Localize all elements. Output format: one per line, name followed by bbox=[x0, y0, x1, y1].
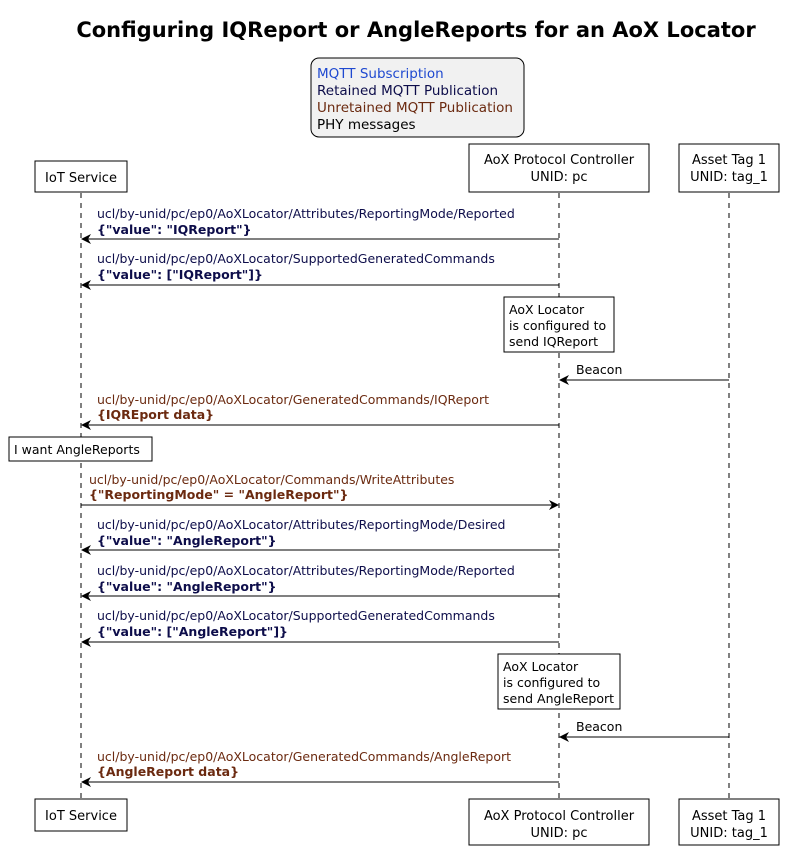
message-reporting-mode-desired-angle: ucl/by-unid/pc/ep0/AoXLocator/Attributes… bbox=[81, 517, 559, 555]
message-generated-commands-iq-report: ucl/by-unid/pc/ep0/AoXLocator/GeneratedC… bbox=[81, 392, 559, 430]
legend-item-unretained: Unretained MQTT Publication bbox=[317, 100, 513, 116]
message-topic: ucl/by-unid/pc/ep0/AoXLocator/SupportedG… bbox=[97, 608, 495, 623]
note-line: is configured to bbox=[503, 675, 600, 690]
participant-iot-service-top: IoT Service bbox=[34, 160, 128, 193]
note-line: is configured to bbox=[509, 318, 606, 333]
message-payload: {AngleReport data} bbox=[97, 764, 239, 779]
message-topic: ucl/by-unid/pc/ep0/AoXLocator/GeneratedC… bbox=[97, 392, 489, 407]
legend: MQTT Subscription Retained MQTT Publicat… bbox=[310, 57, 525, 138]
participant-aox-unid-bottom: UNID: pc bbox=[531, 826, 588, 841]
message-payload: {"value": ["IQReport"]} bbox=[97, 267, 263, 282]
message-beacon: Beacon bbox=[559, 719, 729, 742]
message-payload: {"ReportingMode" = "AngleReport"} bbox=[89, 487, 348, 502]
participant-asset-tag-unid: UNID: tag_1 bbox=[690, 170, 768, 185]
diagram-title: Configuring IQReport or AngleReports for… bbox=[76, 18, 756, 42]
note-i-want-angle-reports: I want AngleReports bbox=[8, 436, 153, 462]
message-supported-generated-commands-angle: ucl/by-unid/pc/ep0/AoXLocator/SupportedG… bbox=[81, 608, 559, 647]
message-topic: ucl/by-unid/pc/ep0/AoXLocator/Attributes… bbox=[97, 517, 505, 532]
note-line: send IQReport bbox=[509, 334, 598, 349]
note-line: send AngleReport bbox=[503, 691, 614, 706]
legend-item-phy: PHY messages bbox=[317, 117, 416, 133]
participant-aox-protocol-controller-bottom: AoX Protocol Controller UNID: pc bbox=[468, 798, 650, 846]
participant-aox-label-bottom: AoX Protocol Controller bbox=[484, 809, 635, 824]
note-line: AoX Locator bbox=[503, 659, 579, 674]
legend-box bbox=[310, 57, 525, 138]
message-beacon: Beacon bbox=[559, 362, 729, 385]
note-configured-angle-report: AoX Locator is configured to send AngleR… bbox=[497, 653, 621, 710]
participant-iot-service-label: IoT Service bbox=[45, 171, 117, 186]
legend-item-subscription: MQTT Subscription bbox=[317, 66, 444, 82]
message-payload: {"value": "IQReport"} bbox=[97, 222, 252, 237]
message-topic: ucl/by-unid/pc/ep0/AoXLocator/SupportedG… bbox=[97, 251, 495, 266]
message-topic: Beacon bbox=[576, 719, 622, 734]
message-topic: ucl/by-unid/pc/ep0/AoXLocator/Commands/W… bbox=[89, 472, 454, 487]
legend-item-retained: Retained MQTT Publication bbox=[317, 83, 498, 99]
message-payload: {"value": "AngleReport"} bbox=[97, 579, 277, 594]
note-configured-iq-report: AoX Locator is configured to send IQRepo… bbox=[503, 296, 615, 353]
participant-aox-label: AoX Protocol Controller bbox=[484, 153, 635, 168]
participant-aox-protocol-controller-top: AoX Protocol Controller UNID: pc bbox=[468, 143, 650, 193]
participant-aox-unid: UNID: pc bbox=[531, 170, 588, 185]
message-topic: ucl/by-unid/pc/ep0/AoXLocator/GeneratedC… bbox=[97, 749, 511, 764]
message-payload: {IQREport data} bbox=[97, 407, 214, 422]
events: ucl/by-unid/pc/ep0/AoXLocator/Attributes… bbox=[8, 206, 729, 787]
message-topic: ucl/by-unid/pc/ep0/AoXLocator/Attributes… bbox=[97, 563, 515, 578]
participant-asset-tag-unid-bottom: UNID: tag_1 bbox=[690, 826, 768, 841]
message-topic: Beacon bbox=[576, 362, 622, 377]
message-reporting-mode-reported-angle: ucl/by-unid/pc/ep0/AoXLocator/Attributes… bbox=[81, 563, 559, 601]
message-generated-commands-angle-report: ucl/by-unid/pc/ep0/AoXLocator/GeneratedC… bbox=[81, 749, 559, 787]
message-supported-generated-commands-iq: ucl/by-unid/pc/ep0/AoXLocator/SupportedG… bbox=[81, 251, 559, 290]
participant-asset-tag-bottom: Asset Tag 1 UNID: tag_1 bbox=[678, 798, 780, 846]
note-line: I want AngleReports bbox=[14, 442, 140, 457]
participant-asset-tag-top: Asset Tag 1 UNID: tag_1 bbox=[678, 143, 780, 193]
note-line: AoX Locator bbox=[509, 302, 585, 317]
participant-iot-service-label-bottom: IoT Service bbox=[45, 809, 117, 824]
message-reporting-mode-reported-iq: ucl/by-unid/pc/ep0/AoXLocator/Attributes… bbox=[81, 206, 559, 244]
message-payload: {"value": ["AngleReport"]} bbox=[97, 624, 288, 639]
participant-asset-tag-label-bottom: Asset Tag 1 bbox=[692, 809, 766, 824]
participant-asset-tag-label: Asset Tag 1 bbox=[692, 153, 766, 168]
participant-iot-service-bottom: IoT Service bbox=[34, 798, 128, 832]
message-payload: {"value": "AngleReport"} bbox=[97, 533, 277, 548]
message-topic: ucl/by-unid/pc/ep0/AoXLocator/Attributes… bbox=[97, 206, 515, 221]
message-write-attributes: ucl/by-unid/pc/ep0/AoXLocator/Commands/W… bbox=[81, 472, 559, 510]
